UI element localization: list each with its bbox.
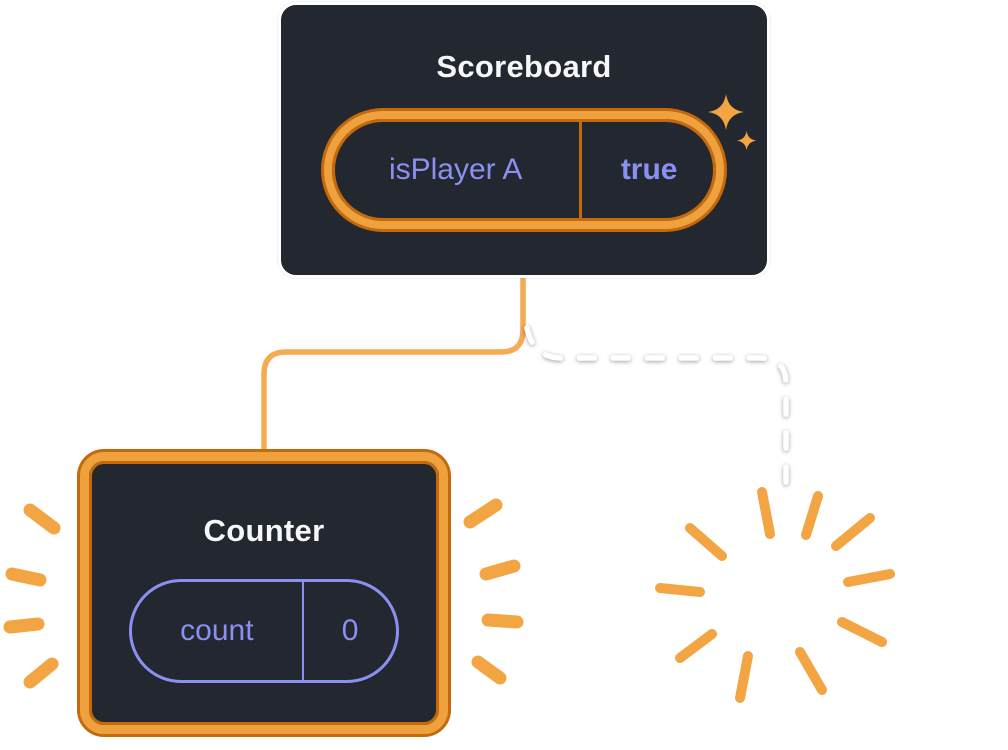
counter-component-box: Counter count 0 — [80, 452, 448, 734]
scoreboard-state-pill: isPlayer A true — [324, 111, 724, 229]
poof-burst-icon — [655, 487, 895, 703]
solid-connector-line — [261, 275, 526, 457]
counter-state-pill: count 0 — [129, 579, 399, 683]
dashed-connector-line — [524, 325, 789, 491]
emphasis-burst-right-icon — [463, 498, 524, 685]
counter-state-value: 0 — [341, 614, 359, 647]
emphasis-burst-left-icon — [3, 503, 61, 689]
scoreboard-state-value: true — [620, 153, 678, 186]
counter-title: Counter — [203, 513, 325, 548]
scoreboard-component-box: Scoreboard isPlayer A true — [278, 2, 770, 278]
scoreboard-title: Scoreboard — [436, 49, 612, 84]
scoreboard-state-label: isPlayer A — [388, 153, 523, 186]
pill-divider — [579, 119, 583, 221]
pill-divider — [301, 582, 305, 680]
counter-state-label: count — [180, 614, 254, 647]
